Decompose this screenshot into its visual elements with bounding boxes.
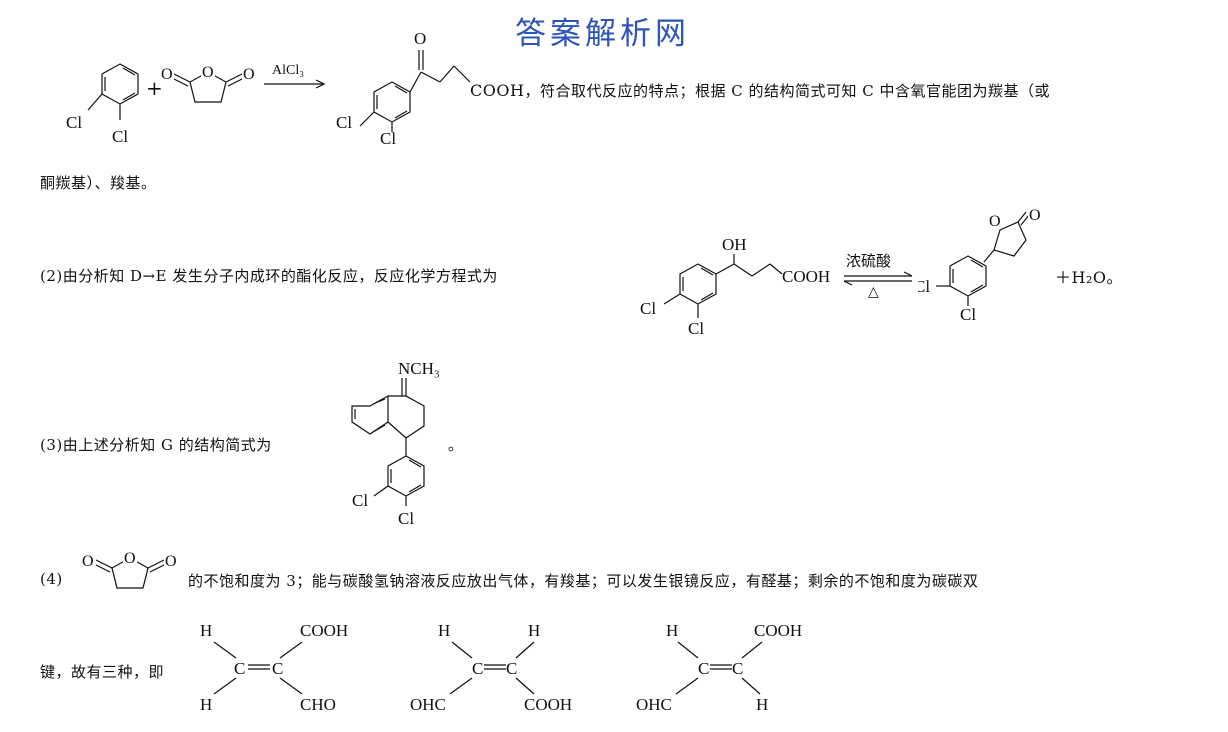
part4-anhydride: O O O: [82, 550, 178, 589]
substituent-label: COOH: [754, 621, 802, 640]
chlorine-label: Cl: [688, 319, 704, 338]
imine-label: NCH₃: [398, 359, 440, 378]
carbon-label: C: [732, 659, 743, 678]
isomer-1: H COOH H CHO C C: [200, 621, 348, 714]
substituent-label: H: [756, 695, 768, 714]
substituent-label: CHO: [300, 695, 336, 714]
chlorine-label: Cl: [336, 113, 352, 132]
explanation-line2: 酮羰基）、羧基。: [40, 174, 157, 192]
watermark: 答案解析网: [515, 16, 690, 52]
chlorine-label: Cl: [112, 127, 128, 146]
substituent-label: H: [666, 621, 678, 640]
catalyst-label: AlCl₃: [272, 63, 304, 78]
part3-period: 。: [448, 436, 464, 454]
plus-sign: +: [146, 76, 164, 100]
chlorine-label: Cl: [380, 129, 396, 148]
substituent-label: H: [200, 621, 212, 640]
oxygen-label: O: [124, 550, 136, 567]
product-cooh-label: COOH，符合取代反应的特点；根据 C 的结构简式可知 C 中含氧官能团为羰基（…: [470, 80, 1050, 101]
part3-text: (3)由上述分析知 G 的结构简式为: [40, 436, 272, 454]
chlorine-label: Cl: [960, 305, 976, 324]
part2-text: (2)由分析知 D→E 发生分子内成环的酯化反应，反应化学方程式为: [40, 267, 498, 285]
carbon-label: C: [272, 659, 283, 678]
isomer-3: H COOH OHC H C C: [636, 621, 802, 714]
chlorine-label: Cl: [66, 113, 82, 132]
oxygen-label: O: [414, 29, 426, 48]
substituent-label: OHC: [410, 695, 446, 714]
cooh-label: COOH: [782, 267, 830, 286]
oxygen-label: O: [243, 66, 255, 83]
chlorine-label: Cl: [352, 491, 368, 510]
carbon-label: C: [698, 659, 709, 678]
product-lactone: O O Cl Cl: [918, 206, 1042, 324]
oxygen-label: O: [165, 553, 177, 570]
substituent-label: H: [200, 695, 212, 714]
part4-text: 的不饱和度为 3；能与碳酸氢钠溶液反应放出气体，有羧基；可以发生银镜反应，有醛基…: [188, 572, 979, 590]
carbon-label: C: [234, 659, 245, 678]
chlorine-label: Cl: [398, 509, 414, 528]
structure-g: NCH₃ Cl Cl: [351, 359, 440, 528]
equilibrium-arrow: 浓硫酸 △: [843, 253, 913, 300]
oxygen-label: O: [161, 66, 173, 83]
part4-label: (4): [40, 570, 63, 588]
hydroxyl-label: OH: [722, 235, 747, 254]
chlorine-label: Cl: [640, 299, 656, 318]
substituent-label: H: [528, 621, 540, 640]
reactant-succinic-anhydride: O O O: [160, 64, 256, 103]
substituent-label: H: [438, 621, 450, 640]
part4-text-line2: 键，故有三种，即: [40, 663, 165, 681]
condition-top: 浓硫酸: [846, 253, 891, 270]
water-byproduct: ＋H₂O。: [1055, 268, 1123, 287]
condition-bottom: △: [868, 285, 879, 300]
carbon-label: C: [506, 659, 517, 678]
oxygen-label: O: [989, 213, 1001, 230]
oxygen-label: O: [1029, 207, 1041, 224]
carbon-label: C: [472, 659, 483, 678]
explanation-line1: ，符合取代反应的特点；根据 C 的结构简式可知 C 中含氧官能团为羰基（或: [524, 82, 1050, 100]
reactant-dichlorobenzene: Cl Cl: [66, 63, 139, 146]
reaction-arrow: AlCl₃: [264, 63, 326, 89]
cooh-text: COOH: [470, 81, 525, 100]
isomer-2: H H OHC COOH C C: [410, 621, 572, 714]
oxygen-label: O: [82, 553, 94, 570]
substituent-label: OHC: [636, 695, 672, 714]
oxygen-label: O: [202, 64, 214, 81]
substituent-label: COOH: [524, 695, 572, 714]
reactant-hydroxy-acid: OH Cl Cl COOH: [640, 235, 830, 338]
product-keto-acid: O Cl Cl: [336, 29, 471, 148]
substituent-label: COOH: [300, 621, 348, 640]
chlorine-label: Cl: [918, 277, 930, 296]
